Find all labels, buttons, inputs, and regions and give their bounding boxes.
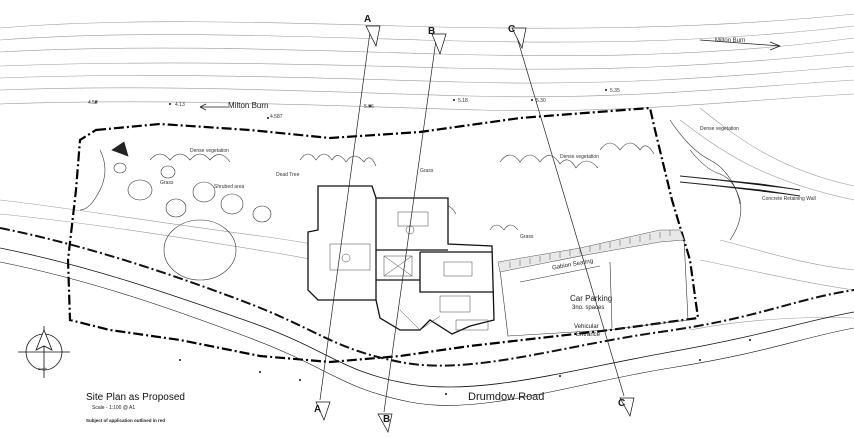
level-label: 4.52 (88, 100, 98, 106)
dead-tree-label: Dead Tree (276, 172, 300, 178)
plan-scale: Scale - 1:100 @ A1 (92, 405, 136, 411)
milton-burn-label: Milton Burn (228, 101, 269, 110)
milton-burn-top-marker (699, 39, 782, 51)
vehicular-label: Vehicular (574, 324, 599, 330)
milton-burn-arrow (199, 103, 228, 111)
retaining-wall (679, 175, 801, 197)
level-label: 5.35 (610, 88, 620, 94)
section-b-top: B (428, 26, 436, 37)
vegetation-label: Dense vegetation (560, 154, 599, 160)
level-label: 5.06 (364, 104, 374, 110)
site-boundary (66, 106, 700, 364)
vegetation (79, 119, 742, 281)
section-markers (315, 25, 635, 433)
section-c-bottom: C (618, 398, 626, 409)
house-interior (329, 211, 489, 331)
vegetation-label: Dense vegetation (700, 126, 739, 132)
car-parking-spaces-label: 3no. spaces (572, 305, 605, 311)
house-footprint (307, 185, 495, 335)
level-label: 5.30 (536, 98, 546, 104)
section-c-top: C (508, 24, 516, 35)
section-a-bottom: A (314, 404, 322, 415)
shrubs-label: Shrubed area (214, 184, 245, 190)
section-b-bottom: B (383, 414, 391, 425)
grass-label: Grass (520, 234, 534, 240)
entrance-label: Entrance (576, 332, 601, 338)
plan-title: Site Plan as Proposed (86, 392, 185, 403)
road-label: Drumdow Road (468, 391, 545, 403)
level-label: 5.18 (458, 98, 468, 104)
north-label: north (38, 366, 48, 371)
vegetation-label: Dense vegetation (190, 148, 229, 154)
plan-note: Subject of application outlined in red (86, 418, 166, 423)
section-a-top: A (364, 14, 372, 25)
contour-lines (0, 13, 854, 331)
gabion-seating-hatch (497, 229, 685, 273)
level-dots (95, 89, 751, 395)
milton-burn-top-label: Milton Burn (715, 38, 746, 44)
tree-marker (111, 141, 129, 157)
retaining-wall-label: Concrete Retaining Wall (762, 196, 816, 202)
section-lines (319, 31, 625, 413)
road-edges (0, 227, 854, 406)
car-parking-label: Car Parking (570, 294, 613, 303)
level-label: 4.587 (270, 114, 283, 120)
grass-label: Grass (160, 180, 174, 186)
grass-label: Grass (420, 168, 434, 174)
level-label: 4.13 (175, 102, 185, 108)
north-arrow (18, 326, 70, 378)
